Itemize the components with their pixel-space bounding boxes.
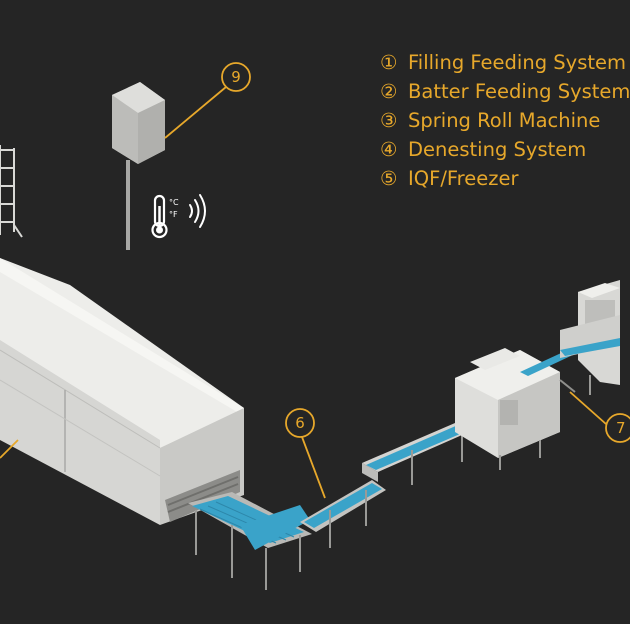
callout-7-label: 7	[616, 419, 626, 437]
fahrenheit-label: °F	[169, 210, 178, 219]
rack-frame	[0, 145, 23, 238]
wireless-signal-icon	[189, 194, 206, 228]
callout-9-label: 9	[231, 68, 241, 86]
callout-leader-left	[0, 439, 19, 459]
outfeed-conveyor	[188, 492, 312, 590]
celsius-label: °C	[169, 198, 179, 207]
denesting-system	[559, 280, 620, 395]
callout-6: 6	[285, 408, 326, 499]
iqf-freezer	[0, 258, 244, 525]
diagram-canvas: °C °F 9 6 7	[0, 62, 630, 590]
control-box	[112, 82, 165, 250]
callout-6-label: 6	[295, 414, 305, 432]
thermometer-icon: °C °F	[151, 194, 179, 239]
incline-conveyor	[300, 480, 386, 548]
callout-7: 7	[569, 391, 630, 443]
callout-9: 9	[164, 62, 251, 139]
spring-roll-machine	[455, 342, 592, 470]
